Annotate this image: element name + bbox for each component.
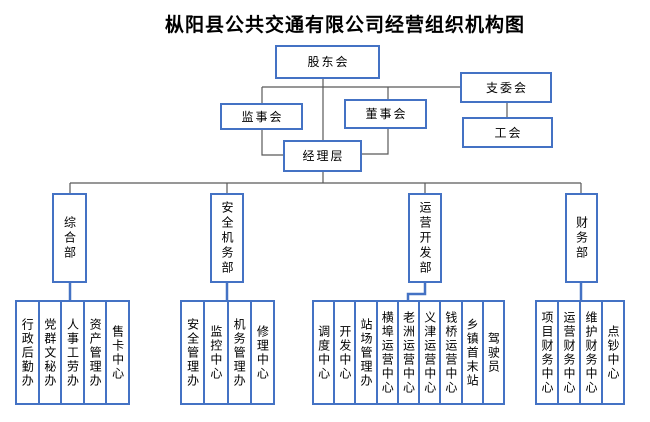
node-unit-hengbu-operations: 横埠运营中心 [375, 300, 399, 405]
node-board-of-directors: 董事会 [344, 99, 427, 129]
node-unit-project-finance: 项目财务中心 [535, 300, 559, 405]
group-safety-units: 安全管理办 监控中心 机务管理办 修理中心 [180, 300, 275, 405]
node-supervisory-board: 监事会 [220, 103, 303, 130]
node-unit-dispatch-center: 调度中心 [312, 300, 336, 405]
node-shareholders-meeting: 股东会 [275, 45, 380, 79]
node-unit-admin-logistics: 行政后勤办 [15, 300, 40, 405]
node-unit-operations-finance: 运营财务中心 [557, 300, 581, 405]
node-unit-safety-management: 安全管理办 [180, 300, 206, 405]
node-unit-maintenance-finance: 维护财务中心 [579, 300, 603, 405]
node-unit-party-secretarial: 党群文秘办 [37, 300, 63, 405]
group-general-units: 行政后勤办 党群文秘办 人事工劳办 资产管理办 售卡中心 [15, 300, 130, 405]
tree-connectors [69, 79, 582, 193]
chart-title: 枞阳县公共交通有限公司经营组织机构图 [164, 14, 525, 36]
node-labor-union: 工会 [462, 117, 553, 148]
node-dept-operations-development: 运营开发部 [408, 193, 442, 283]
node-unit-monitoring-center: 监控中心 [203, 300, 229, 405]
node-unit-cash-counting-center: 点钞中心 [601, 300, 625, 405]
department-group-connectors [68, 283, 583, 300]
node-dept-finance: 财务部 [565, 193, 598, 283]
node-unit-development-center: 开发中心 [333, 300, 357, 405]
node-unit-hr-labor: 人事工劳办 [60, 300, 85, 405]
group-finance-units: 项目财务中心 运营财务中心 维护财务中心 点钞中心 [535, 300, 625, 405]
node-unit-card-sales-center: 售卡中心 [105, 300, 130, 405]
node-unit-machinery-management: 机务管理办 [226, 300, 252, 405]
node-unit-drivers: 驾驶员 [481, 300, 505, 405]
node-unit-qianqiao-operations: 钱桥运营中心 [439, 300, 463, 405]
node-unit-asset-management: 资产管理办 [82, 300, 108, 405]
node-unit-laozhou-operations: 老洲运营中心 [396, 300, 421, 405]
node-unit-yijin-operations: 义津运营中心 [418, 300, 442, 405]
node-branch-committee: 支委会 [460, 72, 552, 103]
node-unit-station-management: 站场管理办 [354, 300, 378, 405]
node-dept-safety-machinery: 安全机务部 [210, 193, 244, 283]
group-operations-units: 调度中心 开发中心 站场管理办 横埠运营中心 老洲运营中心 义津运营中心 钱桥运… [312, 300, 505, 405]
node-unit-repair-center: 修理中心 [249, 300, 275, 405]
node-unit-township-terminals: 乡镇首末站 [460, 300, 484, 405]
node-dept-general: 综合部 [52, 193, 87, 283]
node-management-level: 经理层 [283, 140, 362, 172]
